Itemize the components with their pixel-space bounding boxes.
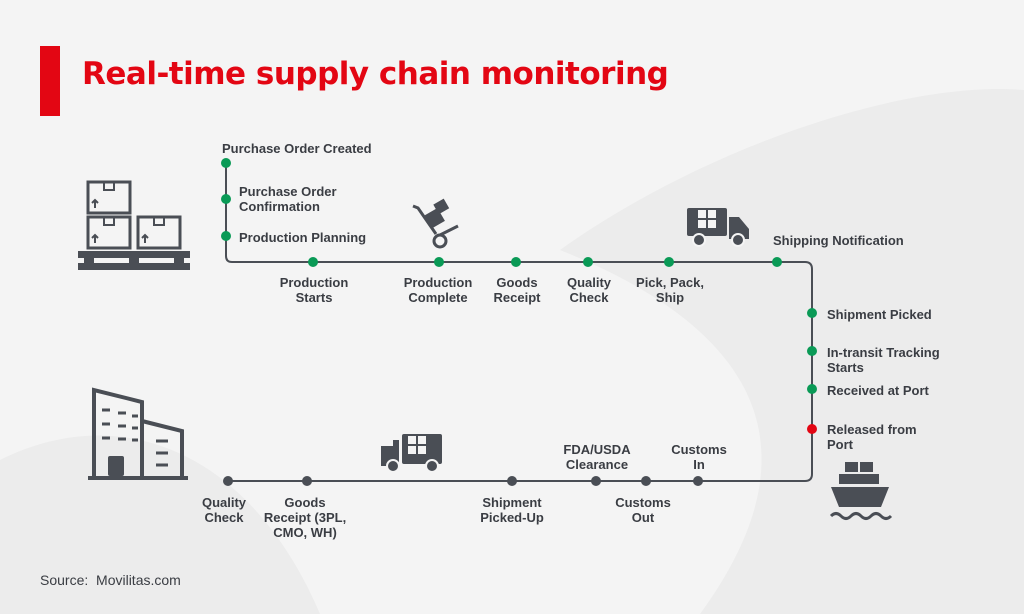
milestone-label-shipment-picked-up: Shipment Picked-Up bbox=[480, 495, 544, 525]
milestone-dot-in-transit-tracking-starts bbox=[807, 346, 817, 356]
milestone-dot-goods-receipt-3pl bbox=[302, 476, 312, 486]
milestone-label-production-starts: Production Starts bbox=[279, 275, 349, 305]
milestone-dot-production-complete bbox=[434, 257, 444, 267]
milestone-dot-shipping-notification bbox=[772, 257, 782, 267]
milestone-dot-quality-check bbox=[583, 257, 593, 267]
boxes-on-pallet-icon bbox=[78, 180, 190, 270]
milestone-label-fda-usda-clearance: FDA/USDA Clearance bbox=[563, 442, 631, 472]
milestone-label-purchase-order-created: Purchase Order Created bbox=[222, 141, 372, 156]
milestone-label-goods-receipt: Goods Receipt bbox=[493, 275, 541, 305]
warehouse-building-icon bbox=[88, 387, 188, 480]
source-name: Movilitas.com bbox=[96, 572, 181, 588]
milestone-label-quality-check: Quality Check bbox=[566, 275, 612, 305]
delivery-truck-icon bbox=[687, 208, 749, 247]
milestone-label-released-from-port: Released from Port bbox=[827, 422, 917, 452]
milestone-dot-quality-check-final bbox=[223, 476, 233, 486]
milestone-label-pick-pack-ship: Pick, Pack, Ship bbox=[636, 275, 704, 305]
milestone-dot-fda-usda-clearance bbox=[591, 476, 601, 486]
milestone-dot-production-starts bbox=[308, 257, 318, 267]
delivery-truck-icon bbox=[381, 434, 442, 473]
milestone-label-quality-check-final: Quality Check bbox=[201, 495, 247, 525]
title-accent-bar bbox=[40, 46, 60, 116]
hand-truck-icon bbox=[412, 198, 459, 249]
milestone-dot-received-at-port bbox=[807, 384, 817, 394]
milestone-dot-production-planning bbox=[221, 231, 231, 241]
milestone-label-goods-receipt-3pl: Goods Receipt (3PL, CMO, WH) bbox=[263, 495, 347, 540]
milestone-dot-purchase-order-confirmation bbox=[221, 194, 231, 204]
milestone-label-in-transit-tracking-starts: In-transit Tracking Starts bbox=[827, 345, 940, 375]
milestone-label-production-planning: Production Planning bbox=[239, 230, 367, 245]
milestone-label-customs-out: Customs Out bbox=[615, 495, 671, 525]
milestone-label-shipping-notification: Shipping Notification bbox=[773, 233, 904, 248]
milestone-label-received-at-port: Received at Port bbox=[827, 383, 929, 398]
milestone-dot-shipment-picked bbox=[807, 308, 817, 318]
milestone-label-shipment-picked: Shipment Picked bbox=[827, 307, 932, 322]
milestone-label-customs-in: Customs In bbox=[671, 442, 727, 472]
milestone-dot-shipment-picked-up bbox=[507, 476, 517, 486]
milestone-dot-customs-in bbox=[693, 476, 703, 486]
milestone-dot-purchase-order-created bbox=[221, 158, 231, 168]
milestone-label-purchase-order-confirmation: Purchase Order Confirmation bbox=[239, 184, 337, 214]
source-prefix: Source: bbox=[40, 572, 89, 588]
page-title: Real-time supply chain monitoring bbox=[82, 56, 669, 92]
milestone-dot-pick-pack-ship bbox=[664, 257, 674, 267]
cargo-ship-icon bbox=[829, 462, 893, 520]
milestone-dot-released-from-port bbox=[807, 424, 817, 434]
timeline-track bbox=[225, 163, 813, 482]
milestone-label-production-complete: Production Complete bbox=[403, 275, 473, 305]
milestone-dot-customs-out bbox=[641, 476, 651, 486]
milestone-dot-goods-receipt bbox=[511, 257, 521, 267]
source-credit: Source: Movilitas.com bbox=[40, 572, 181, 588]
